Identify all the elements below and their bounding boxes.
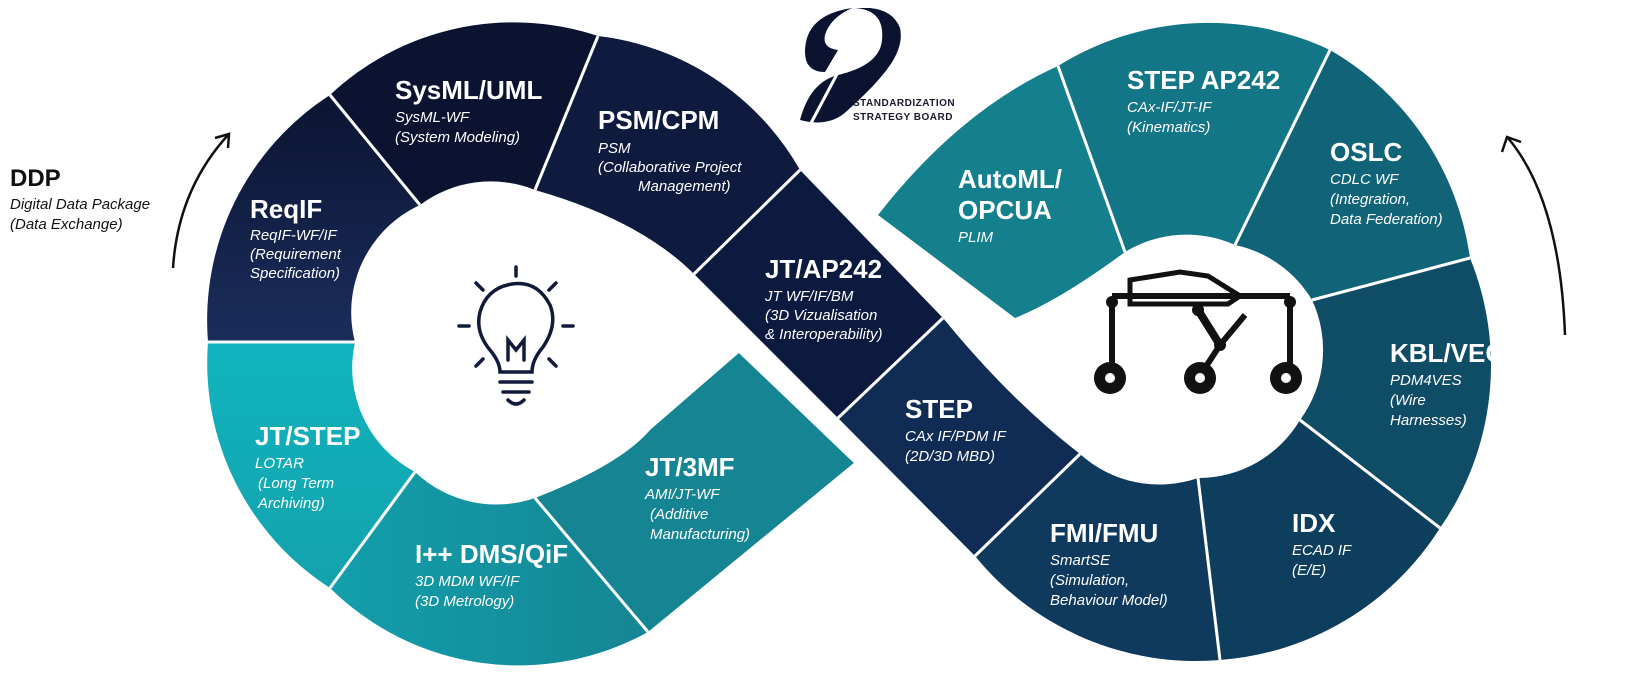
psm-title: PSM/CPM [598, 105, 719, 135]
step-title: STEP [905, 394, 973, 424]
segment-fmi[interactable] [975, 454, 1220, 662]
reqif-line-1: ReqIF-WF/IF [250, 227, 337, 244]
segment-automl[interactable] [878, 66, 1125, 318]
fmi-line-2: (Simulation, [1050, 572, 1129, 589]
kbl-line-1: PDM4VES [1390, 372, 1462, 389]
segment-dms[interactable] [330, 472, 648, 666]
segment-dividers [208, 35, 1471, 661]
jt3mf-line-3: Manufacturing) [650, 526, 750, 543]
jtstep-line-3: Archiving) [257, 495, 325, 512]
sysml-line-1: SysML-WF [395, 109, 470, 126]
reqif-line-3: Specification) [250, 265, 340, 282]
logo-line2: STRATEGY BOARD [853, 112, 953, 123]
ddp-line1: Digital Data Package [10, 196, 150, 213]
logo-line1: STANDARDIZATION [853, 98, 955, 109]
curved-arrow-left-icon [171, 132, 231, 269]
dms-line-2: (3D Metrology) [415, 593, 514, 610]
lightbulb-icon [457, 265, 575, 406]
segment-oslc[interactable] [1235, 50, 1470, 300]
jtap242-title: JT/AP242 [765, 254, 882, 284]
dms-title: I++ DMS/QiF [415, 539, 568, 569]
idx-line-1: ECAD IF [1292, 542, 1352, 559]
segment-stepap242[interactable] [1058, 22, 1330, 252]
automl-title: AutoML/ [958, 164, 1062, 194]
stepap242-line-2: (Kinematics) [1127, 119, 1210, 136]
jt3mf-title: JT/3MF [645, 452, 735, 482]
sysml-title: SysML/UML [395, 75, 542, 105]
kbl-line-2: (Wire [1390, 392, 1426, 409]
left-ring [207, 22, 855, 666]
segment-jtstep[interactable] [207, 342, 415, 588]
stepap242-line-1: CAx-IF/JT-IF [1127, 99, 1212, 116]
segment-psm[interactable] [535, 36, 800, 274]
oslc-title: OSLC [1330, 137, 1402, 167]
psm-line-1: PSM [598, 140, 631, 157]
ddp-line2: (Data Exchange) [10, 216, 123, 233]
ssb-logo-icon: STANDARDIZATION STRATEGY BOARD [800, 8, 955, 126]
automl-line-1: PLIM [958, 229, 994, 246]
jtstep-line-1: LOTAR [255, 455, 304, 472]
oslc-line-3: Data Federation) [1330, 211, 1443, 228]
jtap242-line-3: & Interoperability) [765, 326, 883, 343]
kbl-title: KBL/VEC [1390, 338, 1504, 368]
psm-line-2: (Collaborative Project [598, 159, 742, 176]
automl-title-2: OPCUA [958, 195, 1052, 225]
segment-jt3mf[interactable] [535, 352, 855, 632]
rover-icon [1094, 269, 1302, 394]
fmi-line-3: Behaviour Model) [1050, 592, 1168, 609]
segment-jtap242[interactable] [694, 170, 943, 418]
jt3mf-line-2: (Additive [650, 506, 708, 523]
psm-line-3: Management) [638, 178, 731, 195]
crossing-band [694, 170, 1080, 556]
stepap242-title: STEP AP242 [1127, 65, 1280, 95]
fmi-line-1: SmartSE [1050, 552, 1111, 569]
segment-reqif[interactable] [207, 95, 420, 342]
jtap242-line-1: JT WF/IF/BM [764, 288, 854, 305]
kbl-line-3: Harnesses) [1390, 412, 1467, 429]
reqif-title: ReqIF [250, 194, 322, 224]
idx-line-2: (E/E) [1292, 562, 1326, 579]
reqif-line-2: (Requirement [250, 246, 342, 263]
segment-kbl[interactable] [1300, 258, 1491, 528]
idx-title: IDX [1292, 508, 1336, 538]
jtap242-line-2: (3D Vizualisation [765, 307, 877, 324]
segment-sysml[interactable] [330, 22, 598, 205]
segment-idx[interactable] [1198, 420, 1440, 660]
jt3mf-line-1: AMI/JT-WF [644, 486, 720, 503]
oslc-line-2: (Integration, [1330, 191, 1410, 208]
ddp-title: DDP [10, 165, 61, 192]
jtstep-line-2: (Long Term [258, 475, 334, 492]
jtstep-title: JT/STEP [255, 421, 360, 451]
curved-arrow-right-icon [1500, 135, 1567, 336]
sysml-line-2: (System Modeling) [395, 129, 520, 146]
fmi-title: FMI/FMU [1050, 518, 1158, 548]
right-ring [878, 22, 1491, 662]
segment-labels: SysML/UML SysML-WF (System Modeling) PSM… [250, 65, 1504, 610]
oslc-line-1: CDLC WF [1330, 171, 1399, 188]
ddp-label: DDP Digital Data Package (Data Exchange) [10, 165, 150, 233]
step-line-1: CAx IF/PDM IF [905, 428, 1007, 445]
dms-line-1: 3D MDM WF/IF [415, 573, 520, 590]
segment-step[interactable] [838, 318, 1080, 556]
step-line-2: (2D/3D MBD) [905, 448, 995, 465]
